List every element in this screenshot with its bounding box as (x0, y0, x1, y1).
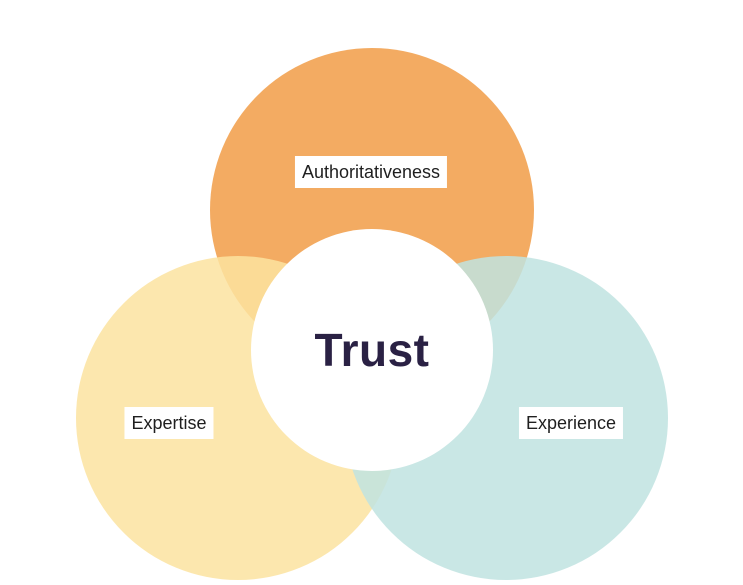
label-experience: Experience (518, 407, 624, 439)
label-expertise: Expertise (124, 407, 214, 439)
circle-trust (251, 229, 493, 471)
label-authoritativeness: Authoritativeness (294, 156, 448, 188)
label-trust: Trust (314, 324, 430, 376)
